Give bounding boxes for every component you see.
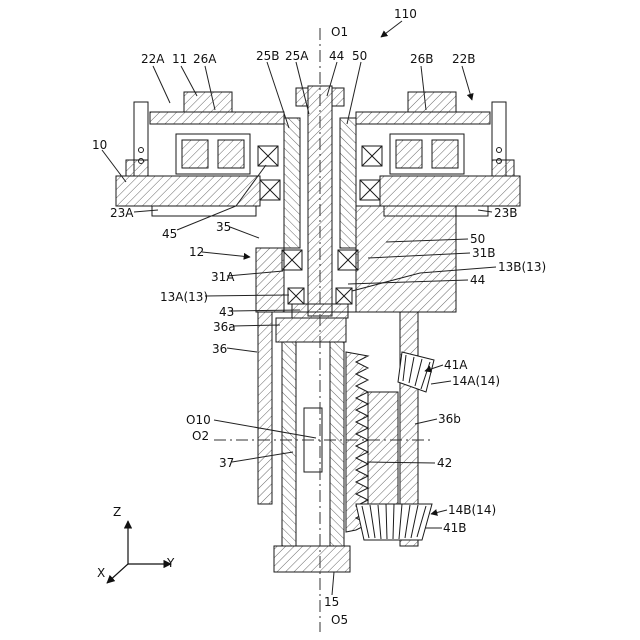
bevel-gear-lower (356, 504, 432, 540)
ref-label-10: 10 (92, 138, 108, 152)
ref-label-22a: 22A (141, 52, 165, 66)
ref-label-14b: 14B(14) (448, 503, 497, 517)
ref-label-44-top: 44 (329, 49, 345, 63)
coordinate-axes (106, 520, 172, 584)
ref-label-26b: 26B (410, 52, 434, 66)
ref-label-26a: 26A (193, 52, 217, 66)
ref-label-o10: O10 (186, 413, 211, 427)
ref-label-12: 12 (189, 245, 205, 259)
ref-label-36b: 36b (438, 412, 461, 426)
top-assembly (116, 88, 520, 216)
ref-label-36: 36 (212, 342, 228, 356)
ref-label-42: 42 (437, 456, 453, 470)
ref-label-14a: 14A(14) (452, 374, 501, 388)
bearings (258, 146, 382, 304)
ref-label-35: 35 (216, 220, 232, 234)
ref-label-31b: 31B (472, 246, 496, 260)
ref-label-25a: 25A (285, 49, 309, 63)
gear-housing (256, 206, 456, 312)
ref-label-11: 11 (172, 52, 188, 66)
ref-label-13a: 13A(13) (160, 290, 209, 304)
ref-label-41b: 41B (443, 521, 467, 535)
ref-label-44-mid: 44 (470, 273, 486, 287)
ref-label-o2: O2 (192, 429, 210, 443)
ref-label-37: 37 (219, 456, 235, 470)
ref-label-23b: 23B (494, 206, 518, 220)
ref-label-o1: O1 (331, 25, 349, 39)
leader-lines (102, 21, 496, 595)
ref-label-31a: 31A (211, 270, 235, 284)
ref-label-15: 15 (324, 595, 340, 609)
ref-label-36a: 36a (213, 320, 236, 334)
ref-label-43: 43 (219, 305, 235, 319)
ref-label-23a: 23A (110, 206, 134, 220)
ref-label-110: 110 (394, 7, 417, 21)
ref-label-o5: O5 (331, 613, 349, 627)
ref-label-50-mid: 50 (470, 232, 486, 246)
axis-label-y: Y (167, 556, 175, 570)
ref-label-22b: 22B (452, 52, 476, 66)
ref-label-25b: 25B (256, 49, 280, 63)
axis-label-x: X (97, 566, 106, 580)
axis-label-z: Z (113, 505, 122, 519)
ref-label-41a: 41A (444, 358, 468, 372)
ref-label-45: 45 (162, 227, 178, 241)
ref-label-50-top: 50 (352, 49, 368, 63)
bevel-gear-upper (398, 352, 434, 392)
ref-label-13b: 13B(13) (498, 260, 547, 274)
centerlines (214, 28, 430, 632)
